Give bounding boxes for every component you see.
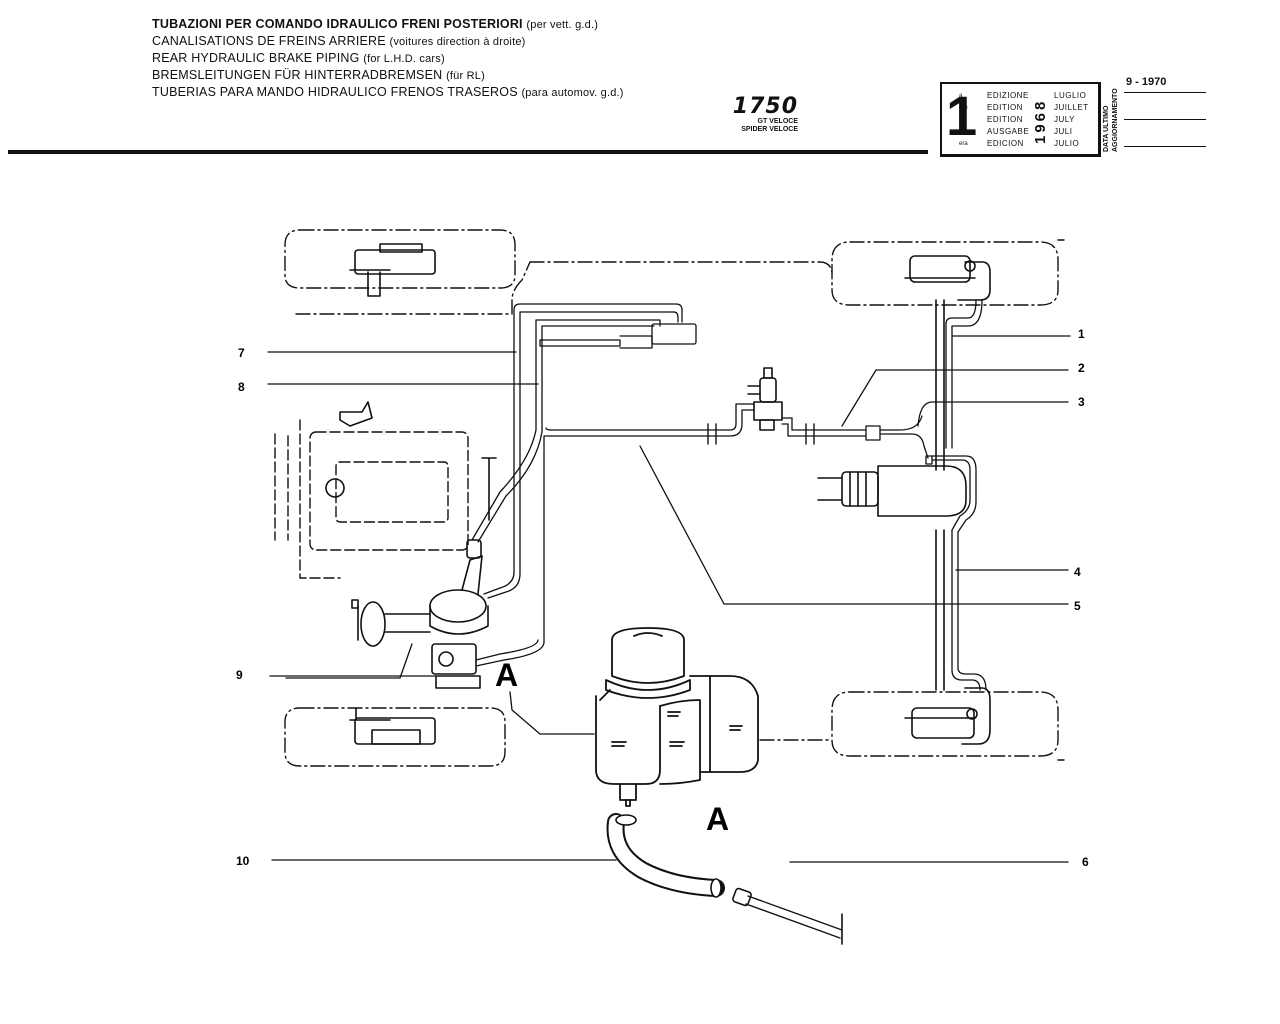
view-letter-a-detail: A <box>706 801 729 837</box>
brake-pipes <box>471 299 987 691</box>
engine-fitting <box>339 401 373 427</box>
edition-words: EDIZIONE EDITION EDITION AUSGABE EDICION <box>987 90 1029 150</box>
fluid-reservoir <box>595 627 759 807</box>
title-line-french: CANALISATIONS DE FREINS ARRIERE (voiture… <box>152 33 624 50</box>
callout-9: 9 <box>236 668 243 682</box>
rear-right-brake <box>904 687 991 745</box>
edition-suffix: . <box>959 129 961 135</box>
edition-suffix: a <box>959 93 963 99</box>
title-spanish-text: TUBERIAS PARA MANDO HIDRAULICO FRENOS TR… <box>152 85 518 99</box>
leader-lines <box>267 335 1071 863</box>
edition-box: 1 a ere st . era EDIZIONE EDITION EDITIO… <box>940 82 1101 157</box>
edition-word: EDIZIONE <box>987 91 1029 100</box>
callout-8: 8 <box>238 380 245 394</box>
front-right-brake <box>349 707 436 745</box>
edition-word: EDITION <box>987 115 1023 124</box>
edition-month: JUILLET <box>1054 103 1089 112</box>
edition-word: EDICION <box>987 139 1024 148</box>
edition-months: LUGLIO JUILLET JULY JULI JULIO <box>1054 90 1089 150</box>
differential <box>817 465 967 517</box>
edition-suffix: era <box>959 141 968 147</box>
pipe-fitting-6 <box>732 887 843 945</box>
model-badge: 1750 GT VELOCE SPIDER VELOCE <box>718 96 798 134</box>
edition-word: AUSGABE <box>987 127 1030 136</box>
edition-number: 1 <box>946 84 978 147</box>
rear-left-brake <box>904 255 991 301</box>
brake-servo <box>351 539 489 647</box>
edition-month: JULY <box>1054 115 1075 124</box>
title-english-text: REAR HYDRAULIC BRAKE PIPING <box>152 51 360 65</box>
title-german-note: (für RL) <box>446 70 485 82</box>
master-cylinder <box>431 643 481 689</box>
title-spanish-note: (para automov. g.d.) <box>521 87 624 99</box>
edition-month: JULI <box>1054 127 1073 136</box>
title-italian-text: TUBAZIONI PER COMANDO IDRAULICO FRENI PO… <box>152 17 523 31</box>
edition-suffix: ere <box>959 105 968 111</box>
callout-2: 2 <box>1078 361 1085 375</box>
callout-3: 3 <box>1078 395 1085 409</box>
pipe-clips <box>707 423 815 445</box>
model-number: 1750 <box>732 94 798 119</box>
callouts: 1 2 3 4 5 6 7 8 9 10 <box>236 327 1089 869</box>
update-date: 9 - 1970 <box>1126 76 1167 88</box>
title-line-english: REAR HYDRAULIC BRAKE PIPING (for L.H.D. … <box>152 50 624 67</box>
update-line <box>1124 119 1206 120</box>
title-line-german: BREMSLEITUNGEN FÜR HINTERRADBREMSEN (für… <box>152 67 624 84</box>
callout-5: 5 <box>1074 599 1081 613</box>
callout-1: 1 <box>1078 327 1085 341</box>
title-line-italian: TUBAZIONI PER COMANDO IDRAULICO FRENI PO… <box>152 16 624 33</box>
title-italian-note: (per vett. g.d.) <box>526 19 599 31</box>
rear-axle-tube <box>935 299 945 691</box>
edition-word: EDITION <box>987 103 1023 112</box>
front-left-brake <box>349 243 436 297</box>
callout-7: 7 <box>238 346 245 360</box>
engine-cap-icon <box>325 478 345 498</box>
edition-month: JULIO <box>1054 139 1080 148</box>
title-french-note: (voitures direction à droite) <box>389 36 526 48</box>
title-block: TUBAZIONI PER COMANDO IDRAULICO FRENI PO… <box>152 16 624 101</box>
model-variant-gt: GT VELOCE <box>757 118 798 125</box>
update-line <box>1124 92 1206 93</box>
model-variant-spider: SPIDER VELOCE <box>741 126 798 133</box>
edition-suffix: st <box>959 117 964 123</box>
callout-4: 4 <box>1074 565 1081 579</box>
title-line-spanish: TUBERIAS PARA MANDO HIDRAULICO FRENOS TR… <box>152 84 624 101</box>
header-rule <box>8 150 928 154</box>
title-french-text: CANALISATIONS DE FREINS ARRIERE <box>152 34 386 48</box>
update-line <box>1124 146 1206 147</box>
callout-6: 6 <box>1082 855 1089 869</box>
edition-suffixes: a ere st . era <box>959 90 968 150</box>
engine-outline <box>274 419 469 579</box>
rubber-hose <box>606 813 725 898</box>
view-letters: A A <box>495 657 729 837</box>
car-body-outline <box>284 229 1065 767</box>
edition-month: LUGLIO <box>1054 91 1087 100</box>
pressure-regulator-valve <box>747 367 783 431</box>
title-german-text: BREMSLEITUNGEN FÜR HINTERRADBREMSEN <box>152 68 443 82</box>
view-letter-a-main: A <box>495 657 518 693</box>
title-english-note: (for L.H.D. cars) <box>363 53 445 65</box>
callout-10: 10 <box>236 854 250 868</box>
